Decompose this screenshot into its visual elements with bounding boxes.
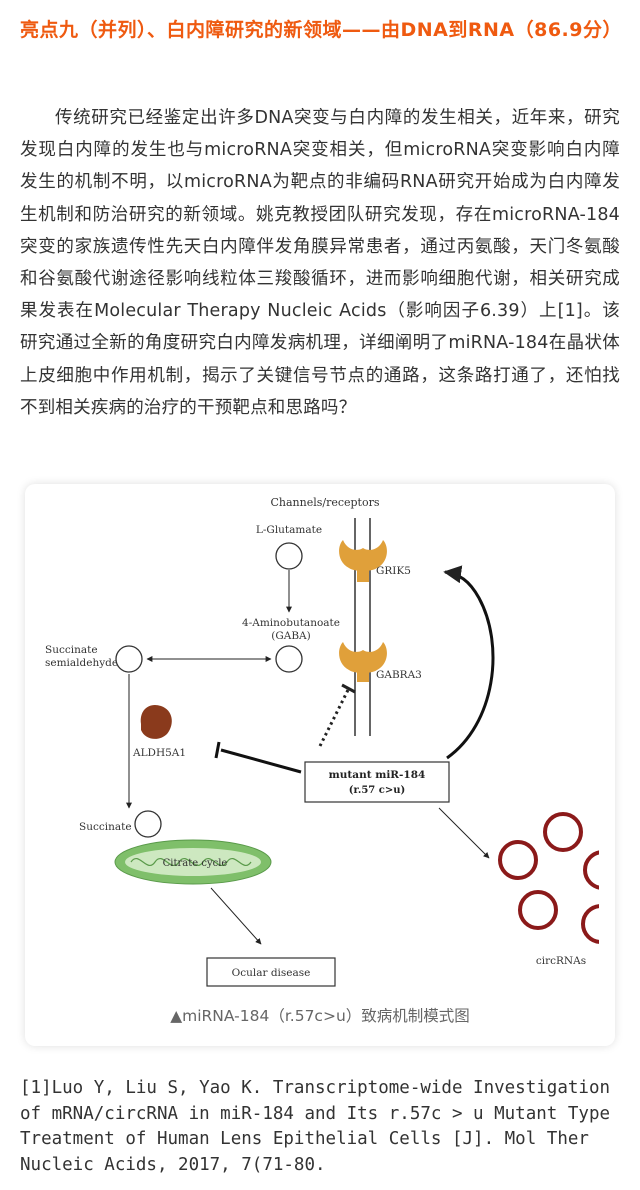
inhibition-bar-gabra3 bbox=[341, 683, 356, 694]
aldh5a1-label: ALDH5A1 bbox=[132, 747, 186, 759]
succinate-semialdehyde-node bbox=[115, 645, 143, 673]
mutation-label: (r.57 c>u) bbox=[349, 785, 405, 796]
body-paragraph: 传统研究已经鉴定出许多DNA突变与白内障的发生相关，近年来，研究发现白内障的发生… bbox=[20, 108, 620, 418]
section-heading: 亮点九（并列）、白内障研究的新领域——由DNA到RNA（86.9分） bbox=[20, 19, 622, 41]
ocular-disease-box bbox=[206, 957, 336, 987]
circrnas-label: circRNAs bbox=[536, 955, 586, 967]
citrate-to-ocular-arrow bbox=[210, 887, 262, 945]
figure-caption: ▲miRNA-184（r.57c>u）致病机制模式图 bbox=[170, 1007, 470, 1025]
circrna-ring bbox=[518, 890, 558, 930]
inhibition-bar-aldh5a1 bbox=[214, 741, 221, 759]
circrna-ring bbox=[498, 840, 538, 880]
l-glutamate-node bbox=[275, 542, 303, 570]
mir-to-circrnas-arrow bbox=[438, 807, 490, 859]
mir-to-grik5-curved-arrow bbox=[443, 565, 495, 760]
inhibition-dotted-line bbox=[318, 687, 351, 747]
grik5-receptor bbox=[339, 540, 387, 582]
inhibition-line-aldh5a1 bbox=[220, 748, 302, 774]
mechanism-diagram: Channels/receptors L-Glutamate 4-Aminobu… bbox=[45, 496, 599, 987]
citrate-cycle-label: Citrate cycle bbox=[163, 858, 228, 869]
succinate-node bbox=[134, 810, 162, 838]
circrna-rings bbox=[498, 812, 599, 944]
gabra3-label: GABRA3 bbox=[376, 669, 422, 681]
mutant-mir-184-box bbox=[304, 761, 450, 803]
mitochondrion-shape bbox=[114, 839, 272, 885]
mutant-mir-184-label: mutant miR-184 bbox=[329, 769, 426, 781]
succinate-label: Succinate bbox=[79, 821, 132, 833]
gaba-node bbox=[275, 645, 303, 673]
reference-list: [1]Luo Y, Liu S, Yao K. Transcriptome-wi… bbox=[20, 1078, 621, 1175]
channels-label: Channels/receptors bbox=[270, 496, 379, 509]
circrna-ring bbox=[583, 850, 599, 890]
aldh5a1-enzyme-shape bbox=[140, 704, 172, 739]
grik5-label: GRIK5 bbox=[376, 565, 411, 577]
aminobutanoate-label: 4-Aminobutanoate bbox=[242, 617, 340, 629]
gabra3-receptor bbox=[339, 642, 387, 682]
ocular-disease-label: Ocular disease bbox=[232, 967, 311, 979]
succinate-semialdehyde-label-2: semialdehyde bbox=[45, 657, 118, 669]
figure-card: Channels/receptors L-Glutamate 4-Aminobu… bbox=[25, 484, 615, 1046]
gaba-label: (GABA) bbox=[271, 630, 310, 642]
circrna-ring bbox=[581, 904, 599, 944]
circrna-ring bbox=[543, 812, 583, 852]
l-glutamate-label: L-Glutamate bbox=[256, 524, 322, 536]
succinate-semialdehyde-label-1: Succinate bbox=[45, 644, 98, 656]
